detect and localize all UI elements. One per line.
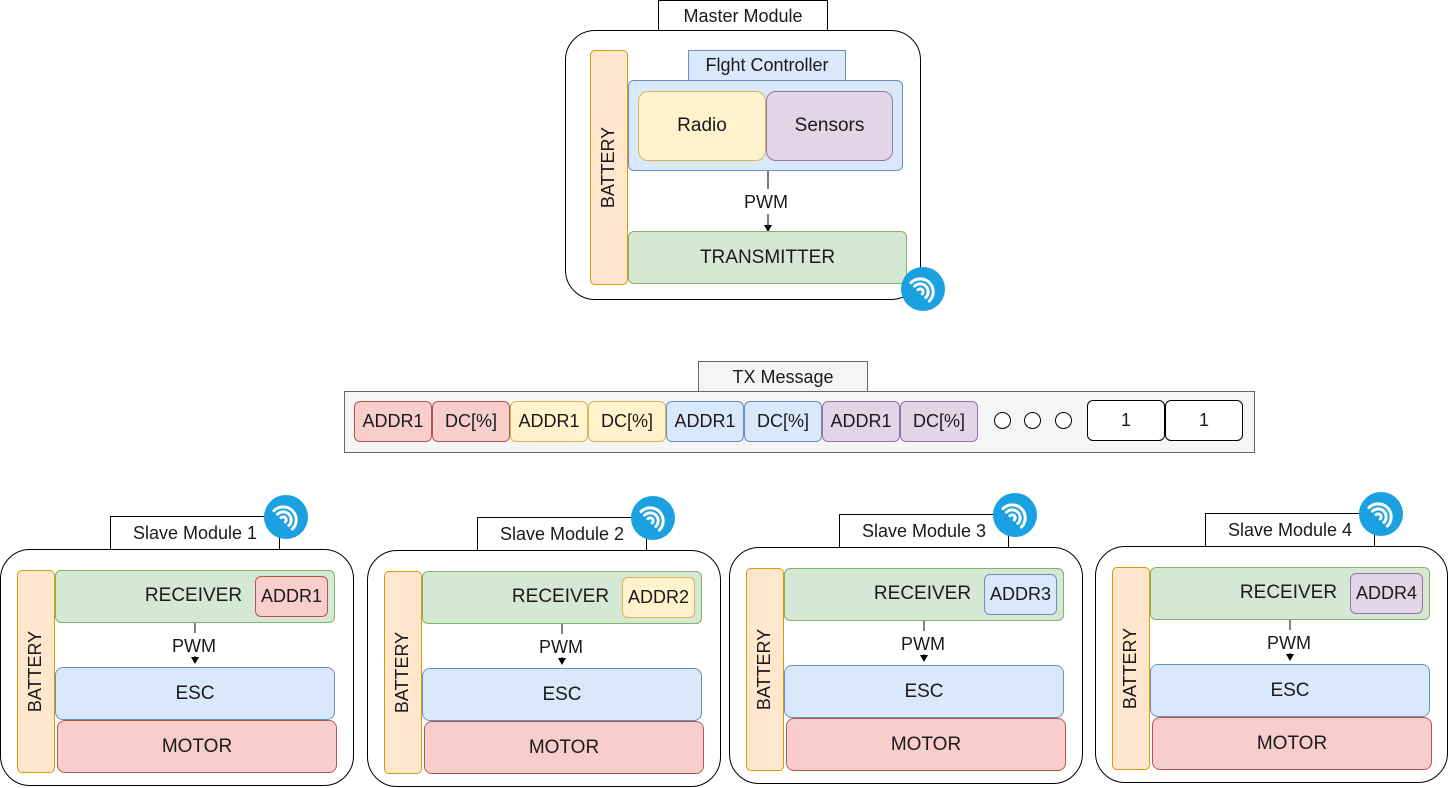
tx-cell-addr-1: ADDR1: [354, 401, 432, 442]
slave-battery: BATTERY: [384, 571, 422, 774]
master-battery: BATTERY: [590, 50, 628, 285]
tx-cell-trailing-1: 1: [1087, 400, 1165, 441]
slave-module-2: Slave Module 2 BATTERY RECEIVER ADDR2 PW…: [367, 496, 723, 788]
master-battery-label: BATTERY: [598, 126, 619, 209]
slave-battery-label: BATTERY: [754, 628, 775, 711]
tx-cell-dc-1: DC[%]: [432, 401, 510, 442]
master-pwm-label: PWM: [733, 190, 799, 214]
slave-module-1: Slave Module 1 BATTERY RECEIVER ADDR1 PW…: [0, 495, 356, 788]
wireless-icon: [264, 495, 308, 544]
motor-block: MOTOR: [57, 720, 337, 773]
receiver-label: RECEIVER: [511, 586, 610, 607]
master-wireless-icon: [901, 267, 945, 316]
pwm-label: PWM: [172, 635, 216, 656]
receiver-label: RECEIVER: [873, 583, 972, 604]
esc-block: ESC: [55, 667, 335, 720]
slave-battery-label: BATTERY: [25, 630, 46, 713]
tx-cell-addr-3: ADDR1: [666, 401, 744, 442]
radio-block: Radio: [638, 91, 766, 161]
slave-module-title: Slave Module 4: [1205, 513, 1375, 547]
tx-message-title: TX Message: [698, 361, 868, 392]
wireless-icon: [993, 493, 1037, 542]
esc-block: ESC: [1150, 664, 1430, 717]
transmitter-block: TRANSMITTER: [628, 231, 907, 284]
ellipsis-dot: [1055, 412, 1072, 429]
tx-cell-dc-3: DC[%]: [744, 401, 822, 442]
slave-battery: BATTERY: [746, 568, 784, 771]
tx-cell-addr-4: ADDR1: [822, 401, 900, 442]
receiver-label: RECEIVER: [144, 585, 243, 606]
pwm-arrow: [1286, 620, 1294, 661]
motor-block: MOTOR: [786, 718, 1066, 771]
wireless-icon: [631, 496, 675, 545]
sensors-block: Sensors: [766, 91, 893, 161]
master-pwm-arrow: [764, 171, 772, 232]
flight-controller-label: Flght Controller: [688, 50, 846, 81]
slave-battery: BATTERY: [17, 570, 55, 773]
receiver-address: ADDR1: [255, 576, 328, 617]
tx-cell-trailing-2: 1: [1165, 400, 1243, 441]
tx-cell-dc-2: DC[%]: [588, 401, 666, 442]
esc-block: ESC: [422, 668, 702, 721]
pwm-label: PWM: [539, 636, 583, 657]
tx-cell-addr-2: ADDR1: [510, 401, 588, 442]
slave-battery: BATTERY: [1112, 567, 1150, 770]
slave-module-title: Slave Module 3: [839, 514, 1009, 548]
ellipsis-dot: [994, 412, 1011, 429]
tx-cell-dc-4: DC[%]: [900, 401, 978, 442]
master-module-title: Master Module: [658, 0, 828, 31]
slave-battery-label: BATTERY: [392, 631, 413, 714]
pwm-arrow: [920, 621, 928, 662]
receiver-address: ADDR4: [1350, 573, 1423, 614]
pwm-arrow: [191, 623, 199, 664]
slave-module-title: Slave Module 2: [477, 517, 647, 551]
pwm-arrow: [558, 624, 566, 665]
slave-battery-label: BATTERY: [1120, 627, 1141, 710]
slave-module-4: Slave Module 4 BATTERY RECEIVER ADDR4 PW…: [1095, 492, 1449, 785]
ellipsis-dot: [1024, 412, 1041, 429]
esc-block: ESC: [784, 665, 1064, 718]
pwm-label: PWM: [901, 633, 945, 654]
receiver-address: ADDR3: [984, 574, 1057, 615]
receiver-label: RECEIVER: [1239, 582, 1338, 603]
slave-module-3: Slave Module 3 BATTERY RECEIVER ADDR3 PW…: [729, 493, 1085, 786]
wireless-icon: [1359, 492, 1403, 541]
motor-block: MOTOR: [424, 721, 704, 774]
pwm-label: PWM: [1267, 632, 1311, 653]
receiver-address: ADDR2: [622, 577, 695, 618]
motor-block: MOTOR: [1152, 717, 1432, 770]
slave-module-title: Slave Module 1: [110, 516, 280, 550]
